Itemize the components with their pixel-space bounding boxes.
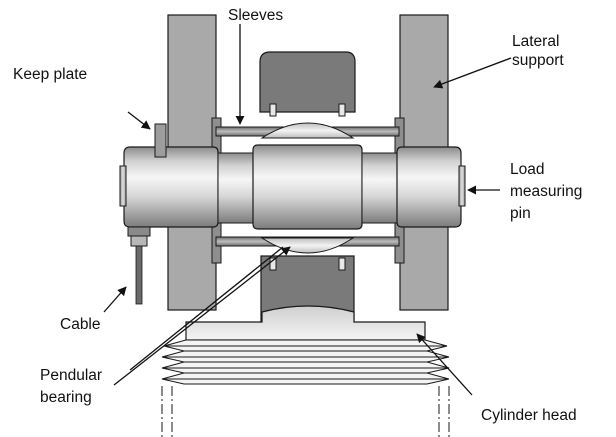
pin-right-section (396, 146, 462, 228)
label-keep-plate: Keep plate (13, 66, 87, 83)
cylinder-head (185, 305, 426, 341)
label-sleeves: Sleeves (228, 7, 283, 24)
bearing-ring (338, 257, 346, 271)
label-lateral-support-line2: support (512, 52, 564, 69)
bearing-ring (269, 257, 277, 271)
cable-nut (130, 235, 148, 247)
keep-plate (154, 123, 167, 158)
bellows (161, 339, 450, 385)
label-lateral-support-line1: Lateral (512, 33, 559, 50)
label-cable: Cable (60, 316, 101, 333)
label-pendular-bearing-line1: Pendular (40, 367, 102, 384)
pendular-bearing-top (260, 122, 355, 139)
label-pendular-bearing-line2: bearing (40, 389, 92, 406)
pin-link-right (361, 152, 400, 224)
pin-link-left (217, 152, 256, 224)
upper-block (259, 51, 356, 113)
label-load-measuring-pin-line3: pin (510, 205, 531, 222)
bearing-ring (269, 103, 277, 117)
cable (135, 245, 143, 305)
pin-left-end (119, 165, 127, 207)
leader-lines (103, 24, 512, 396)
pin-left-section (123, 146, 219, 228)
label-load-measuring-pin-line1: Load (510, 161, 544, 178)
bearing-ring (338, 103, 346, 117)
label-load-measuring-pin-line2: measuring (510, 183, 582, 200)
pendular-bearing-bottom (260, 237, 355, 254)
extension-lines (161, 386, 450, 437)
cable-gland (127, 226, 151, 237)
label-cylinder-head: Cylinder head (481, 407, 577, 424)
pin-right-end (458, 165, 466, 207)
pin-center-section (252, 144, 363, 230)
